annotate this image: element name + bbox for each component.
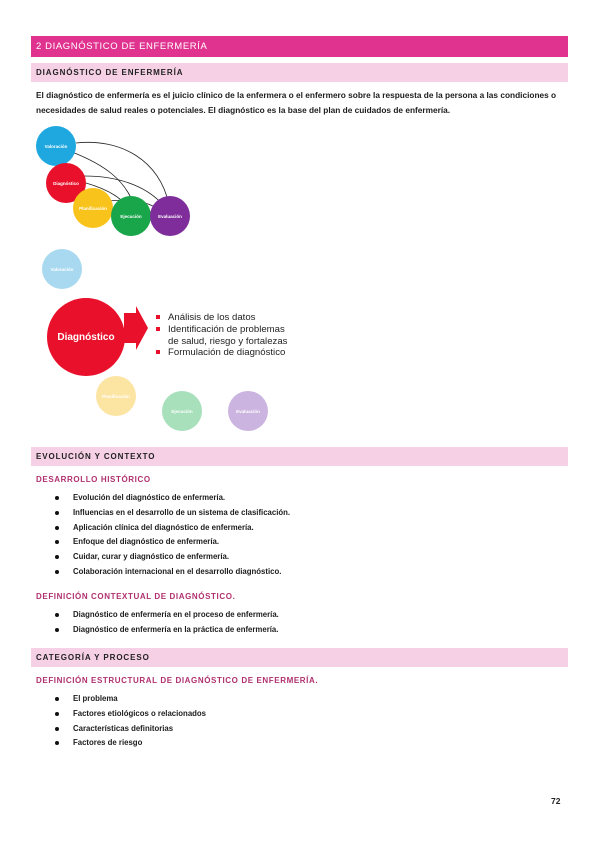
diagnostico-steps-list: Análisis de los datos Identificación de … — [156, 312, 287, 359]
definicion-estructural-list: El problema Factores etiológicos o relac… — [36, 692, 206, 751]
list-item: Influencias en el desarrollo de un siste… — [36, 506, 290, 521]
list-item: Colaboración internacional en el desarro… — [36, 565, 290, 580]
circle-label: Valoración — [44, 143, 68, 149]
list-item: Diagnóstico de enfermería en el proceso … — [36, 608, 279, 623]
circle-label: Planificación — [102, 393, 130, 399]
list-item: Factores etiológicos o relacionados — [36, 707, 206, 722]
circle-valoracion: Valoración — [36, 126, 76, 166]
diagnostico-step: Formulación de diagnóstico — [156, 347, 287, 359]
list-item: El problema — [36, 692, 206, 707]
circle-planificacion-faded: Planificación — [96, 376, 136, 416]
list-item: Aplicación clínica del diagnóstico de en… — [36, 521, 290, 536]
diagnostico-step-continuation: de salud, riesgo y fortalezas — [168, 335, 288, 347]
circle-evaluacion: Evaluación — [150, 196, 190, 236]
circle-label: Evaluación — [158, 213, 182, 219]
list-item: Factores de riesgo — [36, 736, 206, 751]
circle-label: Planificación — [79, 205, 107, 211]
subheading-desarrollo-historico: DESARROLLO HISTÓRICO — [36, 475, 151, 484]
list-item: Características definitorias — [36, 722, 206, 737]
circle-valoracion-faded: Valoración — [42, 249, 82, 289]
circle-label: Ejecución — [171, 408, 193, 414]
circle-ejecucion-faded: Ejecución — [162, 391, 202, 431]
list-item: Cuidar, curar y diagnóstico de enfermerí… — [36, 550, 290, 565]
circle-diagnostico-main: Diagnóstico — [47, 298, 125, 376]
list-item: Evolución del diagnóstico de enfermería. — [36, 491, 290, 506]
arrow-shape — [124, 306, 148, 350]
connector-line — [75, 141, 170, 206]
section-header-evolucion: EVOLUCIÓN Y CONTEXTO — [31, 447, 568, 466]
section-header-diagnostico: DIAGNÓSTICO DE ENFERMERÍA — [31, 63, 568, 82]
desarrollo-historico-list: Evolución del diagnóstico de enfermería.… — [36, 491, 290, 580]
subheading-definicion-contextual: DEFINICIÓN CONTEXTUAL DE DIAGNÓSTICO. — [36, 592, 236, 601]
subheading-definicion-estructural: DEFINICIÓN ESTRUCTURAL DE DIAGNÓSTICO DE… — [36, 676, 319, 685]
chapter-title-bar: 2 DIAGNÓSTICO DE ENFERMERÍA — [31, 36, 568, 57]
section-title: CATEGORÍA Y PROCESO — [36, 653, 150, 662]
section-header-categoria: CATEGORÍA Y PROCESO — [31, 648, 568, 667]
list-item: Diagnóstico de enfermería en la práctica… — [36, 623, 279, 638]
circle-label: Ejecución — [120, 213, 142, 219]
diagnostico-step: Identificación de problemas — [156, 324, 287, 336]
circle-planificacion: Planificación — [73, 188, 113, 228]
section-title: EVOLUCIÓN Y CONTEXTO — [36, 452, 156, 461]
circle-label: Evaluación — [236, 408, 260, 414]
circle-ejecucion: Ejecución — [111, 196, 151, 236]
chapter-title: 2 DIAGNÓSTICO DE ENFERMERÍA — [36, 41, 208, 52]
intro-paragraph: El diagnóstico de enfermería es el juici… — [36, 90, 557, 115]
list-item: Enfoque del diagnóstico de enfermería. — [36, 535, 290, 550]
definicion-contextual-list: Diagnóstico de enfermería en el proceso … — [36, 608, 279, 638]
circle-label: Valoración — [50, 266, 74, 272]
circle-evaluacion-faded: Evaluación — [228, 391, 268, 431]
section-title: DIAGNÓSTICO DE ENFERMERÍA — [36, 68, 184, 77]
main-circle-label: Diagnóstico — [57, 331, 115, 343]
circle-label: Diagnóstico — [53, 180, 79, 186]
page-number: 72 — [551, 796, 561, 806]
diagnostico-step: Análisis de los datos — [156, 312, 287, 324]
